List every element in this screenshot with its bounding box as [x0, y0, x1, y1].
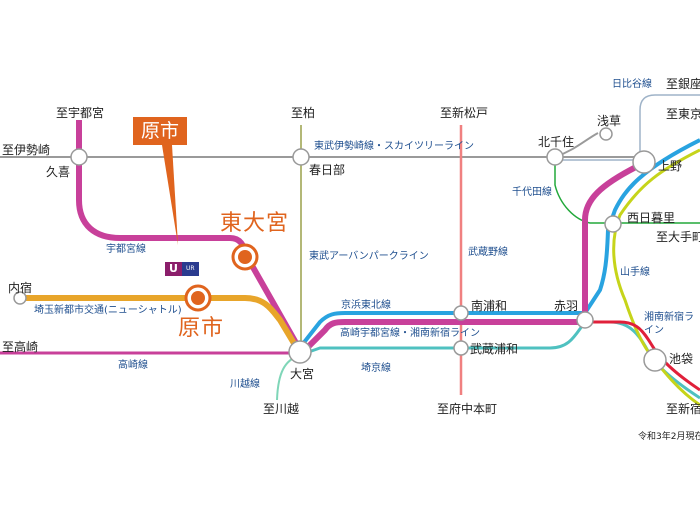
- station-marker-ueno: [632, 150, 656, 174]
- line-label-tobu-urban-park: 東武アーバンパークライン: [309, 251, 429, 262]
- line-label-shonan-shinjuku: 湘南新宿ライン: [644, 312, 694, 336]
- new-shuttle-line: [20, 295, 301, 352]
- line-label-chiyoda: 千代田線: [512, 187, 552, 198]
- direction-label: 至伊勢崎: [2, 143, 51, 157]
- station-label-ueno: 上野: [658, 159, 683, 173]
- station-label-asakusa: 浅草: [597, 114, 622, 128]
- station-marker-uchijuku: [13, 291, 27, 305]
- ur-logo-mark: [165, 262, 182, 276]
- callout-label: 原市: [133, 117, 187, 145]
- line-label-yamanote: 山手線: [620, 267, 650, 278]
- highlight-marker-haraichi-core: [191, 291, 205, 305]
- direction-label: 至銀座: [666, 77, 700, 91]
- station-marker-omiya: [288, 340, 312, 364]
- highlight-label-haraichi: 原市: [178, 316, 225, 341]
- line-label-tobu-isesaki: 東武伊勢崎線・スカイツリーライン: [314, 141, 474, 152]
- station-label-kitasenju: 北千住: [538, 135, 575, 149]
- direction-label: 至東京: [666, 107, 700, 121]
- station-marker-musashiurawa: [453, 340, 469, 356]
- ur-logo-glyph: U: [169, 262, 178, 275]
- ur-logo: U UR: [165, 262, 199, 276]
- direction-label: 至川越: [263, 402, 300, 416]
- highlight-label-higashiomiya: 東大宮: [220, 211, 290, 236]
- line-label-takasaki-utsunomiya-shonan: 高崎宇都宮線・湘南新宿ライン: [340, 328, 480, 339]
- station-marker-nishinippori: [604, 215, 622, 233]
- station-label-akabane: 赤羽: [554, 299, 579, 313]
- callout-pointer: [162, 145, 178, 245]
- direction-label: 至柏: [291, 106, 316, 120]
- line-label-musashino: 武蔵野線: [468, 247, 508, 258]
- keihin-tohoku-line: [300, 138, 700, 347]
- station-marker-asakusa: [599, 127, 613, 141]
- station-marker-kitasenju: [546, 148, 564, 166]
- station-marker-akabane: [576, 311, 594, 329]
- as-of-note: 令和3年2月現在: [638, 432, 700, 442]
- station-label-nishinippori: 西日暮里: [627, 211, 676, 225]
- direction-label: 至新宿: [666, 402, 700, 416]
- direction-label: 至新松戸: [440, 106, 489, 120]
- line-label-kawagoe: 川越線: [230, 379, 260, 390]
- direction-label: 至宇都宮: [56, 106, 105, 120]
- hibiya-line: [555, 94, 700, 161]
- direction-label: 至高崎: [2, 340, 39, 354]
- line-label-new-shuttle: 埼玉新都市交通(ニューシャトル): [34, 305, 182, 316]
- chiyoda-line: [554, 160, 700, 224]
- ur-logo-text: UR: [186, 265, 195, 272]
- station-marker-ikebukuro: [643, 348, 667, 372]
- direction-label: 至府中本町: [437, 402, 498, 416]
- highlight-marker-higashiomiya-core: [238, 250, 252, 264]
- station-label-kuki: 久喜: [46, 165, 71, 179]
- station-marker-kasukabe: [292, 148, 310, 166]
- station-marker-kuki: [70, 148, 88, 166]
- line-label-keihin-tohoku: 京浜東北線: [341, 300, 391, 311]
- station-label-uchijuku: 内宿: [8, 281, 33, 295]
- station-label-kasukabe: 春日部: [309, 163, 346, 177]
- line-label-saikyo: 埼京線: [361, 363, 391, 374]
- station-label-ikebukuro: 池袋: [669, 352, 694, 366]
- station-marker-minamiurawa: [453, 305, 469, 321]
- line-label-hibiya: 日比谷線: [612, 79, 652, 90]
- station-label-omiya: 大宮: [290, 367, 315, 381]
- station-label-musashiurawa: 武蔵浦和: [470, 342, 519, 356]
- line-label-takasaki: 高崎線: [118, 360, 148, 371]
- takasaki-utsunomiya-shonan-line: [302, 162, 642, 353]
- station-label-minamiurawa: 南浦和: [471, 299, 508, 313]
- direction-label: 至大手町: [656, 230, 700, 244]
- line-label-utsunomiya: 宇都宮線: [106, 244, 146, 255]
- yamanote-line: [612, 148, 700, 407]
